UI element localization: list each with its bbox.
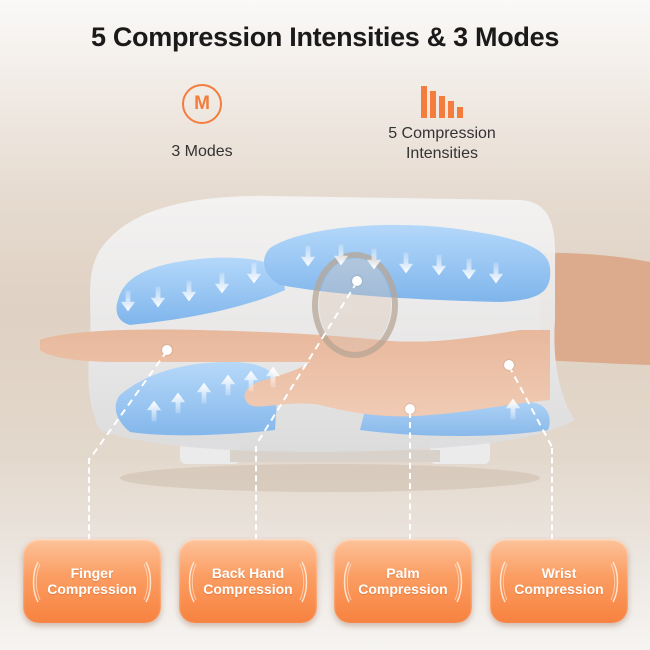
feature-intensities: 5 Compression Intensities xyxy=(360,84,524,164)
feature-modes-label: 3 Modes xyxy=(171,143,233,160)
intensity-bars-icon xyxy=(360,84,524,118)
feature-intensities-label-2: Intensities xyxy=(405,145,479,162)
wave-right-icon xyxy=(299,561,308,603)
wave-right-icon xyxy=(454,561,463,603)
palm-leader-line xyxy=(409,412,411,540)
finger-point-dot xyxy=(162,345,172,355)
feature-intensities-label-1: 5 Compression xyxy=(388,125,496,142)
wave-right-icon xyxy=(143,561,152,603)
back-hand-leader-line xyxy=(255,446,257,540)
back-hand-point-dot xyxy=(352,276,362,286)
wrist-point-dot xyxy=(504,360,514,370)
finger-leader-line xyxy=(88,458,90,540)
wave-left-icon xyxy=(343,561,352,603)
wave-left-icon xyxy=(188,561,197,603)
mode-m-icon: M xyxy=(182,84,222,124)
wave-left-icon xyxy=(499,561,508,603)
wave-left-icon xyxy=(32,561,41,603)
feature-modes: M 3 Modes xyxy=(150,84,254,162)
palm-point-dot xyxy=(405,404,415,414)
wave-right-icon xyxy=(610,561,619,603)
page-title: 5 Compression Intensities & 3 Modes xyxy=(90,22,560,52)
wrist-leader-line xyxy=(551,448,553,540)
